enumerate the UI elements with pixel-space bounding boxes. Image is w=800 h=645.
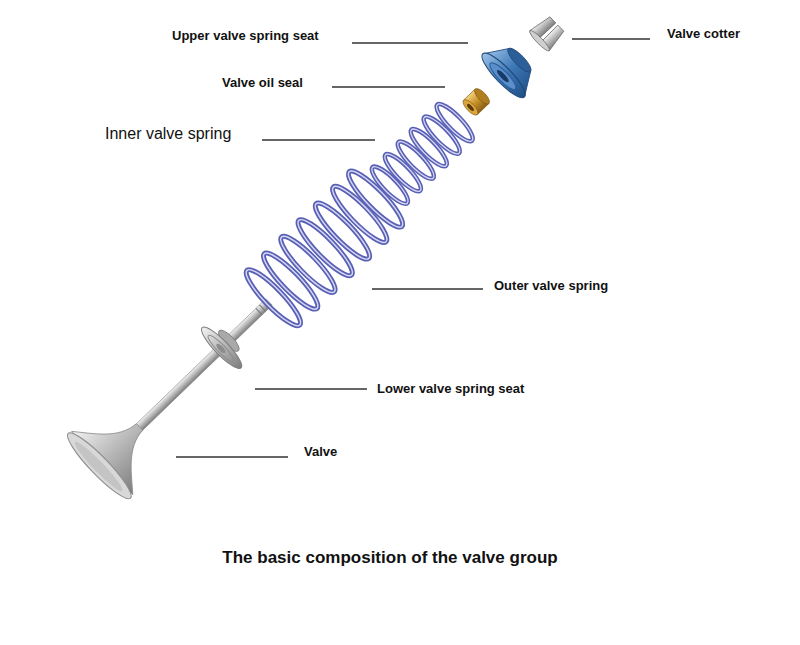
valve-assembly <box>62 0 588 504</box>
part-label: Inner valve spring <box>105 126 231 142</box>
lower-seat-ring <box>206 333 237 364</box>
stem-groove <box>259 305 265 311</box>
part-label: Outer valve spring <box>494 278 608 294</box>
leader-lines <box>176 39 650 457</box>
part-label: Valve <box>304 444 337 460</box>
leader-line <box>572 38 650 39</box>
leader-line <box>352 42 468 43</box>
valve-face-inner <box>71 439 125 495</box>
leader-line <box>255 388 367 389</box>
upper-valve-spring-seat <box>477 35 544 102</box>
inner-valve-spring <box>368 100 478 208</box>
part-label: Lower valve spring seat <box>377 381 524 397</box>
leader-line <box>332 86 445 87</box>
part-label: Valve cotter <box>667 26 740 42</box>
stem-groove <box>256 308 262 314</box>
valve-oil-seal <box>461 86 492 117</box>
valve-cotter <box>528 14 567 53</box>
leader-line <box>372 288 483 289</box>
part-label: Valve oil seal <box>222 75 303 91</box>
figure-caption: The basic composition of the valve group <box>0 548 780 568</box>
valve-face <box>62 427 137 504</box>
lower-spring-seat <box>197 323 246 373</box>
leader-line <box>262 139 375 140</box>
part-label: Upper valve spring seat <box>172 28 319 44</box>
leader-line <box>176 456 288 457</box>
lower-seat-hole <box>215 342 227 354</box>
